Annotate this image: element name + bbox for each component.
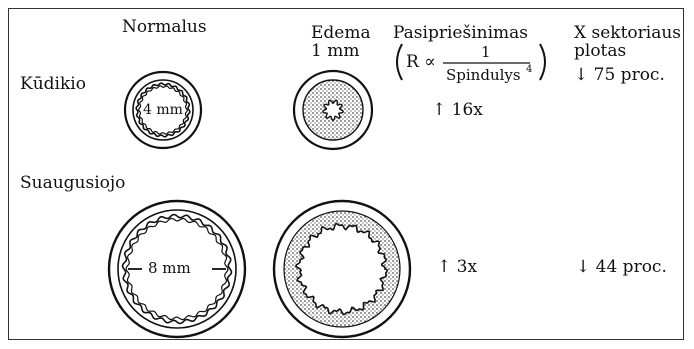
adult-resistance-value: ↑ 3x — [437, 258, 477, 277]
formula-numerator: 1 — [481, 43, 491, 61]
formula-exponent: 4 — [526, 64, 532, 75]
row-label-adult: Suaugusiojo — [20, 174, 125, 193]
infant-diameter-label: 4 mm — [143, 101, 183, 120]
adult-diameter-label: 8 mm — [148, 259, 191, 278]
adult-area-value: ↓ 44 proc. — [576, 258, 667, 277]
row-label-infant: Kūdikio — [20, 75, 86, 94]
infant-resistance-value: ↑ 16x — [432, 101, 483, 120]
header-edema-line2: 1 mm — [311, 42, 359, 61]
infant-area-value: ↓ 75 proc. — [574, 66, 665, 85]
header-normal: Normalus — [122, 18, 207, 37]
header-resistance: Pasipriešinimas — [393, 24, 528, 43]
formula-denominator: Spindulys — [446, 66, 521, 84]
formula-prefix: R ∝ — [406, 52, 436, 72]
adult-edema-airway — [274, 201, 410, 337]
infant-edema-airway — [294, 71, 372, 149]
header-sector-line2: plotas — [574, 42, 626, 61]
